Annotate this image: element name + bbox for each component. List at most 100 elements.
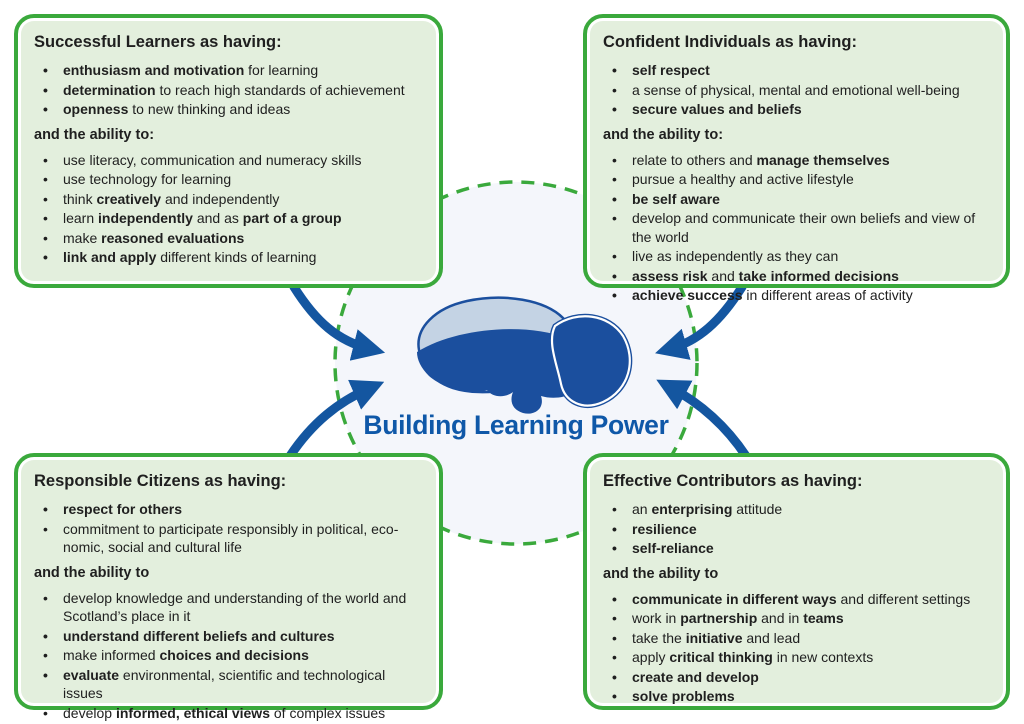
bullet-item: • a sense of physical, mental and emotion… [603,81,992,100]
bullet-text: take the initiative and lead [632,629,801,646]
bullet-marker: • [612,668,617,685]
bullet-marker: • [612,501,617,517]
bullet-marker: • [43,101,48,117]
bullet-item: •openness to new thinking and ideas [34,100,425,119]
bullet-item: • use literacy, communication and numerac… [34,151,425,170]
bullet-marker: • [612,190,617,207]
box-effective-contributors: Effective Contributors as having: • an en… [583,453,1010,710]
bullet-text: pursue a healthy and active lifestyle [632,171,854,187]
bullet-text: enthusiasm and motivation for learning [63,62,319,78]
bullet-text: make informed choices and decisions [63,647,309,663]
box-successful-learners: Successful Learners as having: • enthusia… [14,14,443,288]
bullet-marker: • [612,590,617,607]
having-list: • enthusiasm and motivation for learning •… [34,61,425,119]
bullet-text: respect for others [63,501,183,517]
bullet-marker: • [612,62,617,78]
bullet-text: evaluate environmental, scientific and t… [63,666,386,702]
ability-label: and the ability to [34,564,150,581]
bullet-item: • take the initiative and lead [603,629,992,648]
bullet-item: • communicate in different ways and diffe… [603,590,992,609]
bullet-item: • develop knowledge and understanding of … [34,589,425,626]
ability-label: and the ability to [603,565,719,582]
bullet-text: achieve success in different areas of ac… [632,287,913,303]
bullet-marker: • [43,171,48,187]
bullet-item: •relate to others and manage themselves [603,151,992,170]
bullet-text: relate to others and manage themselves [632,151,890,168]
bullet-text: apply critical thinking in new contexts [632,649,874,665]
bullet-text: communicate in different ways and differ… [632,590,971,607]
ability-list: •relate to others and manage themselves•… [603,151,992,305]
having-list: • respect for others • commitment to partic… [34,500,425,557]
bullet-marker: • [43,647,48,663]
bullet-text: develop knowledge and understanding of t… [63,589,407,625]
box-title: Successful Learners as having: [34,33,282,51]
ability-list: • use literacy, communication and numerac… [34,151,425,267]
bullet-marker: • [43,151,48,168]
bullet-marker: • [612,688,617,704]
bullet-marker: • [43,666,48,683]
bullet-marker: • [43,190,48,207]
bullet-item: • an enterprising attitude [603,500,992,519]
bullet-text: resilience [632,520,697,537]
bullet-text: develop and communicate their own belief… [632,210,976,245]
bullet-item: • think creatively and independently [34,190,425,209]
arrow-from-effective-contributors [656,379,751,461]
bullet-item: • pursue a healthy and active lifestyle [603,170,992,189]
blp-brain-logo-icon [417,296,633,414]
bullet-text: make reasoned evaluations [63,229,245,246]
bullet-text: self-reliance [632,540,714,556]
bullet-item: • determination to reach high standards o… [34,81,425,100]
bullet-text: use literacy, communication and numeracy… [63,151,362,168]
bullet-marker: • [612,81,617,98]
bullet-marker: • [612,267,617,284]
bullet-item: •self-reliance [603,539,992,558]
bullet-item: • make reasoned evaluations [34,229,425,248]
bullet-text: use technology for learning [63,171,232,187]
bullet-marker: • [43,229,48,246]
bullet-text: secure values and beliefs [632,101,802,117]
bullet-item: •develop and communicate their own belie… [603,209,992,246]
bullet-item: • solve problems [603,687,992,706]
bullet-marker: • [43,81,48,98]
arrow-from-confident-individuals [655,282,747,360]
bullet-text: an enterprising attitude [632,501,783,517]
bullet-item: • resilience [603,520,992,539]
having-list: • an enterprising attitude • resilience •sel… [603,500,992,558]
bullet-item: • be self aware [603,190,992,209]
bullet-item: •work in partnership and in teams [603,609,992,628]
box-responsible-citizens: Responsible Citizens as having: •respect… [14,453,443,721]
bullet-marker: • [612,629,617,646]
bullet-text: solve problems [632,688,735,704]
arrow-from-successful-learners [289,282,386,361]
bullet-text: commitment to participate responsibly in… [63,520,399,556]
bullet-text: learn independently and as part of a gro… [63,210,342,226]
bullet-item: • learn independently and as part of a gr… [34,209,425,228]
box-title: Effective Contributors as having: [603,472,863,490]
bullet-item: •link and apply different kinds of learn… [34,248,425,267]
bullet-text: determination to reach high standards of… [63,81,405,98]
bullet-marker: • [612,610,617,626]
bullet-marker: • [612,649,617,665]
bullet-text: self respect [632,62,710,78]
bullet-item: • make informed choices and decisions [34,646,425,665]
bullet-text: assess risk and take informed decisions [632,267,899,284]
bullet-marker: • [612,520,617,537]
bullet-marker: • [612,171,617,187]
bullet-marker: • [612,287,617,303]
bullet-text: develop informed, ethical views of compl… [63,704,386,721]
bullet-item: • use technology for learning [34,170,425,189]
bullet-marker: • [43,589,48,606]
bullet-text: a sense of physical, mental and emotiona… [632,81,960,98]
bullet-text: create and develop [632,668,759,685]
bullet-marker: • [43,501,48,517]
bullet-text: be self aware [632,190,720,207]
bullet-item: • create and develop [603,668,992,687]
bullet-text: link and apply different kinds of learni… [63,249,317,265]
bullet-marker: • [612,101,617,117]
bullet-marker: • [43,520,48,537]
arrow-from-responsible-citizens [285,379,385,461]
bullet-text: think creatively and independently [63,190,280,207]
bullet-marker: • [43,210,48,226]
box-confident-individuals: Confident Individuals as having: •self r… [583,14,1010,303]
bullet-text: understand different beliefs and culture… [63,627,335,644]
